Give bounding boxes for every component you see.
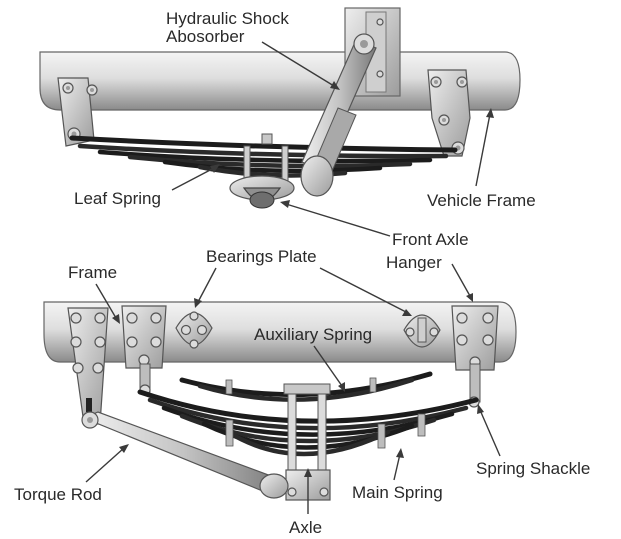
label-leaf-spring: Leaf Spring xyxy=(74,189,161,208)
label-spring-shackle: Spring Shackle xyxy=(476,459,590,478)
front-spring-hanger xyxy=(121,305,167,369)
right-bearings-plate xyxy=(403,314,441,348)
label-axle: Axle xyxy=(289,518,322,537)
hydraulic-shock-absorber xyxy=(300,33,377,197)
top-leaf-spring xyxy=(69,135,458,178)
rear-spring-hanger xyxy=(451,305,499,371)
label-hydraulic-shock-line2: Abosorber xyxy=(166,27,245,46)
label-bearings-plate: Bearings Plate xyxy=(206,247,317,266)
label-torque-rod: Torque Rod xyxy=(14,485,102,504)
main-spring xyxy=(137,389,479,457)
left-bearings-plate xyxy=(175,311,213,349)
right-spring-shackle xyxy=(427,69,471,157)
label-hanger: Hanger xyxy=(386,253,442,272)
label-auxiliary-spring: Auxiliary Spring xyxy=(254,325,372,344)
label-hydraulic-shock-line1: Hydraulic Shock xyxy=(166,9,289,28)
label-front-axle: Front Axle xyxy=(392,230,469,249)
bottom-suspension-illustration: Frame Bearings Plate Hanger Auxiliary Sp… xyxy=(14,247,590,537)
label-main-spring: Main Spring xyxy=(352,483,443,502)
top-suspension-illustration: Hydraulic Shock Abosorber Leaf Spring Ve… xyxy=(39,7,536,249)
label-vehicle-frame: Vehicle Frame xyxy=(427,191,536,210)
label-frame: Frame xyxy=(68,263,117,282)
top-front-axle xyxy=(229,175,295,209)
left-spring-hanger xyxy=(57,77,98,147)
torque-rod xyxy=(81,411,289,499)
torque-rod-bracket xyxy=(67,307,109,425)
